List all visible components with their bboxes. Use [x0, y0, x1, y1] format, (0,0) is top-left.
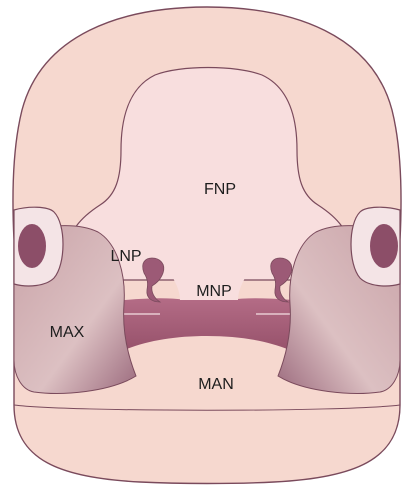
eye-left: [18, 224, 46, 268]
label-man: MAN: [198, 376, 234, 393]
label-max: MAX: [50, 324, 85, 341]
label-lnp: LNP: [110, 248, 141, 265]
eye-right: [370, 224, 398, 268]
label-mnp: MNP: [196, 283, 232, 300]
label-fnp: FNP: [204, 181, 236, 198]
